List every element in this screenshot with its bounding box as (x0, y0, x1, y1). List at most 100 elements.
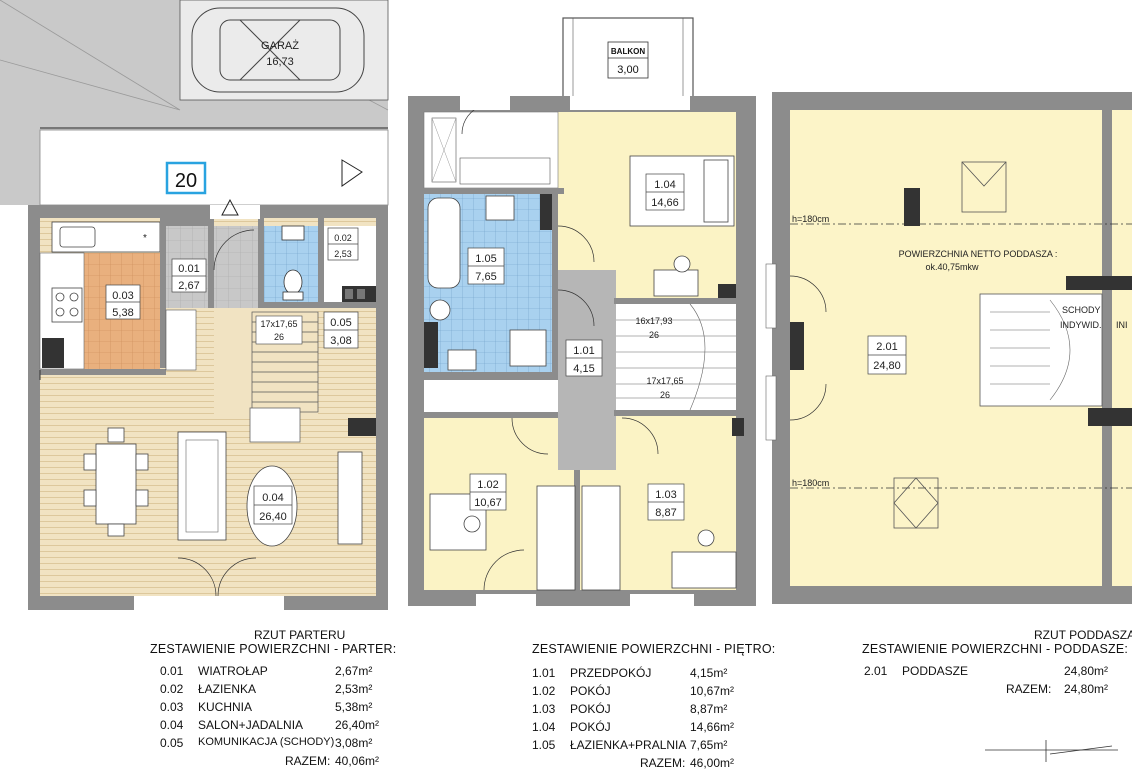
row-name: WIATROŁAP (198, 664, 268, 678)
room-1-04-area: 14,66 (651, 197, 679, 209)
row-area: 2,67m² (335, 664, 373, 678)
stove-icon (51, 287, 83, 323)
attic-net-area-line1: POWIERZCHNIA NETTO PODDASZA : (899, 249, 1058, 259)
attic-area-table: RZUT PODDASZA ZESTAWIENIE POWIERZCHNI - … (862, 628, 1132, 708)
row-name: PODDASZE (902, 664, 969, 678)
room-0-02-id: 0.02 (334, 233, 352, 243)
scale-bar (985, 740, 1118, 762)
row-no: 1.01 (532, 666, 556, 680)
row-no: 0.02 (160, 682, 184, 696)
row-name: POKÓJ (570, 684, 611, 698)
row-area: 7,65m² (690, 738, 728, 752)
total-value: 46,00m² (690, 756, 735, 770)
attic-stairs-cut: INI (1116, 320, 1128, 330)
row-area: 3,08m² (335, 736, 373, 750)
row-name: KOMUNIKACJA (SCHODY) (198, 736, 335, 748)
bed-icon (536, 485, 576, 591)
attic-height-bottom: h=180cm (792, 478, 829, 488)
room-1-01-area: 4,15 (573, 363, 594, 375)
ground-floor-plan: GARAŻ 16,73 20 * (0, 0, 389, 610)
sofa-icon (177, 431, 227, 541)
row-area: 4,15m² (690, 666, 728, 680)
row-no: 1.04 (532, 720, 556, 734)
attic-plan: h=180cm h=180cm SCHODY INDYWID. INI POWI… (765, 92, 1132, 604)
attic-net-area-line2: ok.40,75mkw (925, 262, 979, 272)
row-name: POKÓJ (570, 720, 611, 734)
shower-icon (509, 329, 547, 367)
ground-stairs-note: 17x17,65 (260, 319, 297, 329)
room-1-05-area: 7,65 (475, 271, 496, 283)
attic-title: RZUT PODDASZA (1034, 628, 1132, 642)
armchair-icon (249, 407, 301, 443)
room-0-03-area: 5,38 (112, 307, 133, 319)
first-room-labels: 1.01 4,15 1.02 10,67 1.03 8,87 1.04 14,6… (467, 173, 685, 521)
row-no: 0.03 (160, 700, 184, 714)
room-0-01-area: 2,67 (178, 280, 199, 292)
row-name: PRZEDPOKÓJ (570, 666, 652, 680)
room-0-05-id: 0.05 (330, 317, 351, 329)
ground-floor-area-table: RZUT PARTERU ZESTAWIENIE POWIERZCHNI - P… (150, 628, 397, 773)
room-1-05-id: 1.05 (475, 253, 496, 265)
row-area: 5,38m² (335, 700, 373, 714)
first-stairs-top-count: 26 (649, 330, 659, 340)
room-0-04-area: 26,40 (259, 511, 287, 523)
row-no: 0.05 (160, 736, 184, 750)
first-floor-plan: BALKON 3,00 (408, 17, 756, 606)
svg-text:*: * (143, 233, 147, 244)
attic-header: ZESTAWIENIE POWIERZCHNI - PODDASZE: (862, 642, 1129, 656)
dining-table-icon (83, 427, 149, 537)
room-1-02-area: 10,67 (474, 497, 502, 509)
row-name: ŁAZIENKA (198, 682, 257, 696)
total-value: 40,06m² (335, 754, 380, 768)
room-0-02-area: 2,53 (334, 249, 352, 259)
room-0-05-area: 3,08 (330, 335, 351, 347)
row-name: POKÓJ (570, 702, 611, 716)
ground-floor-title: RZUT PARTERU (254, 628, 346, 642)
balcony-name: BALKON (611, 47, 645, 56)
ground-floor-header: ZESTAWIENIE POWIERZCHNI - PARTER: (150, 642, 397, 656)
ground-room-labels: 0.01 2,67 0.02 2,53 0.03 5,38 0.04 26,40… (105, 227, 359, 525)
first-stairs-bottom-count: 26 (660, 390, 670, 400)
garage-area: 16,73 (266, 56, 294, 68)
total-label: RAZEM: (285, 754, 331, 768)
washbasin-icon (485, 195, 515, 221)
ground-stairs-count: 26 (274, 332, 284, 342)
first-stairs-top-note: 16x17,93 (635, 316, 672, 326)
attic-height-top: h=180cm (792, 214, 829, 224)
first-stairs-bottom-note: 17x17,65 (646, 376, 683, 386)
room-1-04-id: 1.04 (654, 179, 675, 191)
row-name: SALON+JADALNIA (198, 718, 304, 732)
row-area: 26,40m² (335, 718, 380, 732)
row-no: 2.01 (864, 664, 888, 678)
room-0-04-id: 0.04 (262, 492, 283, 504)
room-1-01-id: 1.01 (573, 345, 594, 357)
room-2-01-id: 2.01 (876, 341, 897, 353)
sink-icon (59, 226, 96, 248)
house-number-box (165, 161, 207, 195)
total-label: RAZEM: (1006, 682, 1052, 696)
attic-stairs-line2: INDYWID. (1060, 320, 1102, 330)
row-area: 24,80m² (1064, 664, 1109, 678)
garage-name: GARAŻ (261, 39, 299, 52)
vent-icon (342, 286, 376, 302)
room-1-03-area: 8,87 (655, 507, 676, 519)
room-0-03-id: 0.03 (112, 290, 133, 302)
total-label: RAZEM: (640, 756, 686, 770)
room-2-01-area: 24,80 (873, 360, 901, 372)
total-value: 24,80m² (1064, 682, 1109, 696)
row-name: ŁAZIENKA+PRALNIA (570, 738, 687, 752)
room-0-01-id: 0.01 (178, 263, 199, 275)
row-no: 1.05 (532, 738, 556, 752)
row-area: 2,53m² (335, 682, 373, 696)
skylight-icon (893, 161, 1007, 529)
room-1-02-id: 1.02 (477, 479, 498, 491)
row-no: 1.02 (532, 684, 556, 698)
first-floor-area-table: ZESTAWIENIE POWIERZCHNI - PIĘTRO: 1.01 P… (532, 640, 775, 773)
bathtub-icon (427, 197, 461, 289)
house-number: 20 (175, 170, 197, 192)
row-area: 10,67m² (690, 684, 735, 698)
row-no: 0.04 (160, 718, 184, 732)
row-name: KUCHNIA (198, 700, 253, 714)
row-area: 14,66m² (690, 720, 735, 734)
